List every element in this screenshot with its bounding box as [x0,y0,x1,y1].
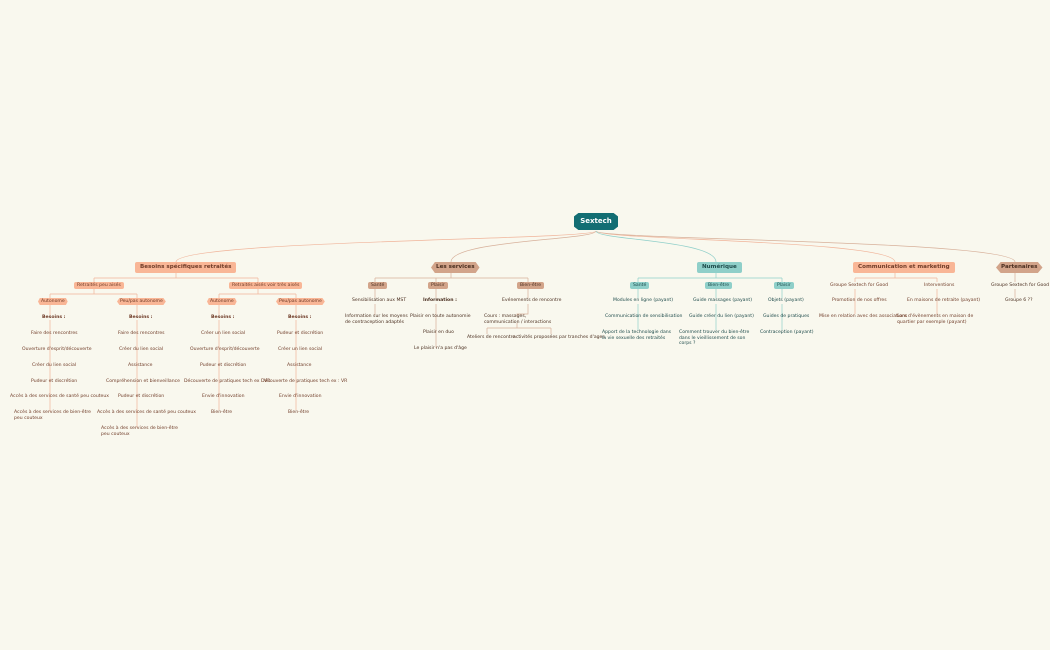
group-retraites-peu-aises[interactable]: Retraités peu aisés [74,282,124,289]
besoins-header: Besoins : [288,315,312,320]
besoins-header: Besoins : [129,315,153,320]
list-item: Bien-être [211,410,233,415]
list-item: Compréhension et bienveillance [106,379,180,384]
list-item: Ouverture d'esprit/découverte [22,347,92,352]
list-item: Assistance [287,363,312,368]
list-item: Envie d'innovation [279,394,322,399]
list-item: Modules en ligne (payant) [613,298,673,303]
list-item: Guide massages (payant) [693,298,752,303]
list-item: Comment trouver du bien-être dans le vie… [679,330,750,347]
numerique-sante[interactable]: Santé [630,282,650,289]
besoins-header: Besoins : [211,315,235,320]
list-item: Guides de pratiques [763,314,810,319]
list-item: Créer du lien social [119,347,164,352]
list-item: Cours : massages, communication / intera… [484,314,552,325]
list-item: Ouverture d'esprit/découverte [190,347,260,352]
list-item: Objets (payant) [768,298,804,303]
sub-peu-autonome-1[interactable]: Peu/pas autonome [117,298,166,305]
services-sante[interactable]: Santé [368,282,388,289]
list-item: Groupe 6 ?? [1005,298,1033,303]
list-item: Créer un lien social [278,347,323,352]
list-item: Information sur les moyens de contracept… [345,314,408,325]
list-item: Mise en relation avec des associations [819,314,908,319]
list-item: Faire des rencontres [118,331,165,336]
numerique-plaisir[interactable]: Plaisir [774,282,794,289]
besoins-header: Besoins : [42,315,66,320]
list-item: Plaisir en duo [423,330,454,335]
list-item: Découverte de pratiques tech ex : VR [261,379,348,384]
numerique-bienetre[interactable]: Bien-être [705,282,733,289]
information-header: Information : [423,298,457,303]
list-item: Interventions [924,283,955,288]
sub-autonome-2[interactable]: Autonome [207,298,237,305]
list-item: Promotion de nos offres [832,298,887,303]
list-item: En maisons de retraite (payant) [907,298,981,303]
sub-autonome-1[interactable]: Autonome [38,298,68,305]
list-item: Créer du lien social [32,363,77,368]
list-item: Accès à des services de bien-être peu co… [101,426,179,437]
list-item: Groupe Sextech for Good [991,283,1050,288]
list-item: Accès à des services de santé peu couteu… [10,394,110,399]
list-item: Assistance [128,363,153,368]
list-item: Groupe Sextech for Good [830,283,889,288]
list-item: Plaisir en toute autonomie [410,314,471,319]
sub-peu-autonome-2[interactable]: Peu/pas autonome [276,298,325,305]
list-item: activités proposées par tranches d'ages [513,335,605,340]
topic-partenaires[interactable]: Partenaires [996,262,1043,273]
list-item: Pudeur et discrétion [31,379,78,384]
list-item: Accès à des services de santé peu couteu… [97,410,197,415]
list-item: Faire des rencontres [31,331,78,336]
list-item: Accès à des services de bien-être peu co… [14,410,92,421]
topic-communication[interactable]: Communication et marketing [853,262,955,273]
topic-services[interactable]: Les services [431,262,480,273]
list-item: Envie d'innovation [202,394,245,399]
list-item: Créer un lien social [201,331,246,336]
topic-besoins[interactable]: Besoins spécifiques retraités [135,262,237,273]
services-plaisir[interactable]: Plaisir [428,282,448,289]
list-item: Contraception (payant) [760,330,814,335]
list-item: Pudeur et discrétion [118,394,165,399]
root-node[interactable]: Sextech [574,213,618,230]
list-item: Evénements de rencontre [502,298,562,303]
topic-numerique[interactable]: Numérique [697,262,742,273]
list-item: Bien-être [288,410,310,415]
list-item: Pudeur et discrétion [200,363,247,368]
list-item: Sensibilisation aux MST [352,298,407,303]
list-item: Apport de la technologie dans la vie sex… [602,330,672,341]
list-item: Pudeur et discrétion [277,331,324,336]
list-item: Communication de sensibilisation [605,314,683,319]
list-item: Guide créer du lien (payant) [689,314,754,319]
list-item: Découverte de pratiques tech ex : VR [184,379,271,384]
group-retraites-aises[interactable]: Retraités aisés voir très aisés [229,282,303,289]
list-item: Ateliers de rencontre [467,335,516,340]
list-item: Lors d'évènements en maison de quartier … [897,314,974,325]
services-bienetre[interactable]: Bien-être [517,282,545,289]
list-item: Le plaisir n'a pas d'âge [414,346,467,351]
